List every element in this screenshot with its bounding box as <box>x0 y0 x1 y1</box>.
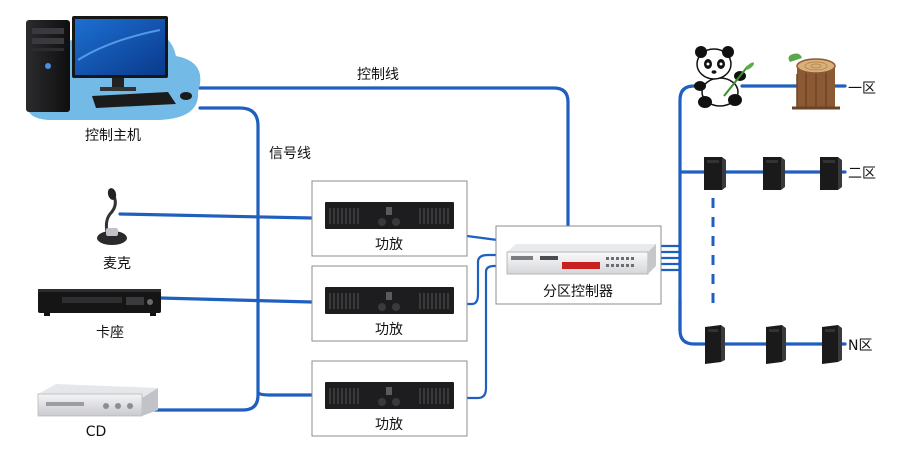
zone-n-label: N区 <box>848 338 872 354</box>
signal-trunk-wire <box>148 106 260 412</box>
cassette-to-amp-wire <box>158 296 314 304</box>
cd-player-icon <box>37 384 158 417</box>
speaker-icon <box>820 157 842 190</box>
cassette-deck-icon <box>38 289 161 316</box>
amp2-to-controller-wire <box>465 253 507 306</box>
microphone-icon <box>97 188 127 245</box>
amplifier-icon <box>325 382 454 409</box>
amplifier-icon <box>325 287 454 314</box>
speaker-icon <box>822 325 842 364</box>
amplifier-2-label: 功放 <box>375 322 403 338</box>
amplifier-icon <box>325 202 454 229</box>
control-line-wire <box>198 86 570 230</box>
amplifier-3-label: 功放 <box>375 417 403 433</box>
amp3-to-controller-wire <box>465 264 507 400</box>
cassette-deck: 卡座 <box>38 289 161 341</box>
amplifier-2: 功放 <box>311 265 468 342</box>
speaker-icon <box>763 157 785 190</box>
zone-2: 二区 <box>704 157 876 190</box>
zone-2-label: 二区 <box>848 166 876 182</box>
zone-bus-wire <box>678 84 702 332</box>
zone-bus-lower-wire <box>678 298 710 346</box>
amplifier-1-label: 功放 <box>375 237 403 253</box>
panda-icon <box>694 46 755 108</box>
zone-controller: 分区控制器 <box>495 225 662 305</box>
mic-to-amp-wire <box>118 212 314 220</box>
wires <box>118 84 847 412</box>
mouse-icon <box>180 92 192 100</box>
cassette-label: 卡座 <box>96 325 124 341</box>
amplifier-1: 功放 <box>311 180 468 257</box>
tree-stump-icon <box>788 53 840 110</box>
zone-1: 一区 <box>694 46 876 110</box>
speaker-icon <box>766 325 786 364</box>
cd-to-amp-wire <box>256 390 314 397</box>
zone-controller-icon <box>506 244 656 275</box>
microphone-label: 麦克 <box>103 256 131 272</box>
zone-1-label: 一区 <box>848 81 876 97</box>
zone-controller-label: 分区控制器 <box>543 284 613 300</box>
speaker-icon <box>705 325 725 364</box>
control-host-label: 控制主机 <box>85 128 141 144</box>
cd-label: CD <box>86 424 107 440</box>
keyboard-icon <box>92 92 176 108</box>
controller-output-wires <box>659 244 682 272</box>
signal-line-label: 信号线 <box>269 146 311 162</box>
cd-player: CD <box>37 384 158 440</box>
control-line-label: 控制线 <box>357 67 399 83</box>
zone-n: N区 <box>705 325 872 364</box>
control-host: 控制主机 <box>26 16 201 144</box>
microphone: 麦克 <box>97 188 131 272</box>
amplifier-3: 功放 <box>311 360 468 437</box>
computer-icon <box>26 20 70 112</box>
speaker-icon <box>704 157 726 190</box>
